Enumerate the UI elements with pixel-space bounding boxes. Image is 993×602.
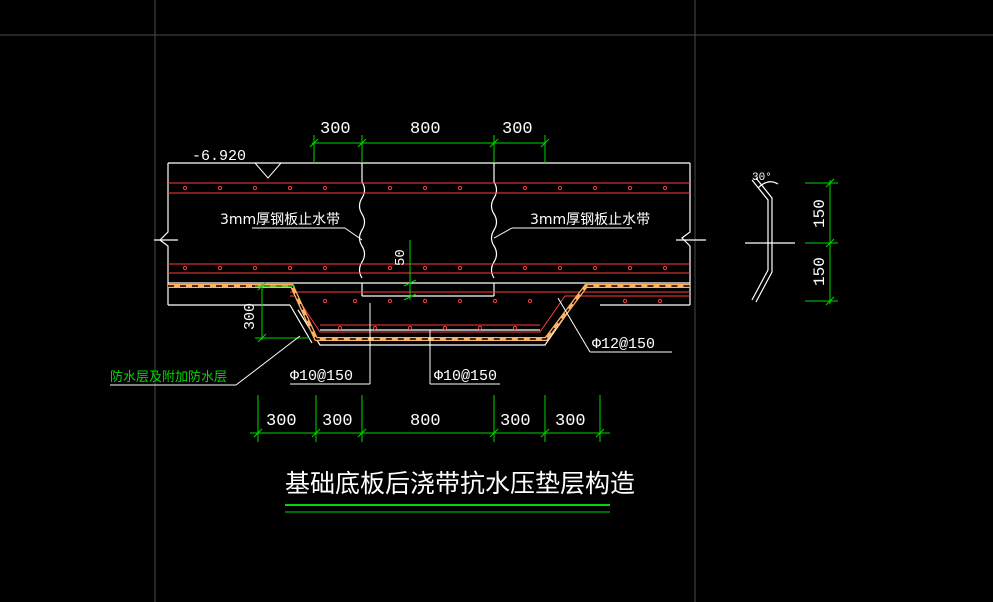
waterstop-detail (745, 177, 795, 303)
dim-side-lines (255, 281, 310, 343)
top-dimension-chain (309, 135, 550, 163)
dim-top-1: 300 (320, 120, 351, 139)
drawing-title: 基础底板后浇带抗水压垫层构造 (285, 469, 635, 498)
dim-50-lines (403, 240, 417, 301)
waterstop-left-label: 3mm厚钢板止水带 (220, 212, 340, 228)
detail-dimension (805, 178, 838, 306)
rebar-left-label: Φ10@150 (290, 368, 353, 385)
angle-label: 30° (752, 172, 772, 184)
waterproof-leader (110, 335, 301, 386)
title-underline (285, 504, 610, 513)
detail-dim-bottom: 150 (811, 257, 829, 286)
elevation-label: -6.920 (192, 148, 246, 165)
dim-bottom-1: 300 (266, 412, 297, 431)
waterstop-leaders (252, 227, 632, 241)
rebar-mid-label: Φ10@150 (434, 368, 497, 385)
dim-side-label: 300 (242, 303, 259, 330)
elevation-mark (190, 162, 292, 179)
dim-bottom-4: 300 (500, 412, 531, 431)
dim-top-2: 800 (410, 120, 441, 139)
rebar-leaders (290, 297, 672, 385)
dim-bottom-5: 300 (555, 412, 586, 431)
waterproof-label: 防水层及附加防水层 (110, 369, 227, 385)
dim-bottom-2: 300 (322, 412, 353, 431)
dim-50-label: 50 (393, 249, 409, 266)
dim-bottom-3: 800 (410, 412, 441, 431)
waterstop-right-label: 3mm厚钢板止水带 (530, 212, 650, 228)
detail-dim-top: 150 (811, 199, 829, 228)
slab-outline (154, 162, 706, 346)
bottom-dimension-chain (250, 395, 610, 442)
dim-top-3: 300 (502, 120, 533, 139)
rebar-dots (182, 185, 668, 331)
rebar-right-label: Φ12@150 (592, 336, 655, 353)
